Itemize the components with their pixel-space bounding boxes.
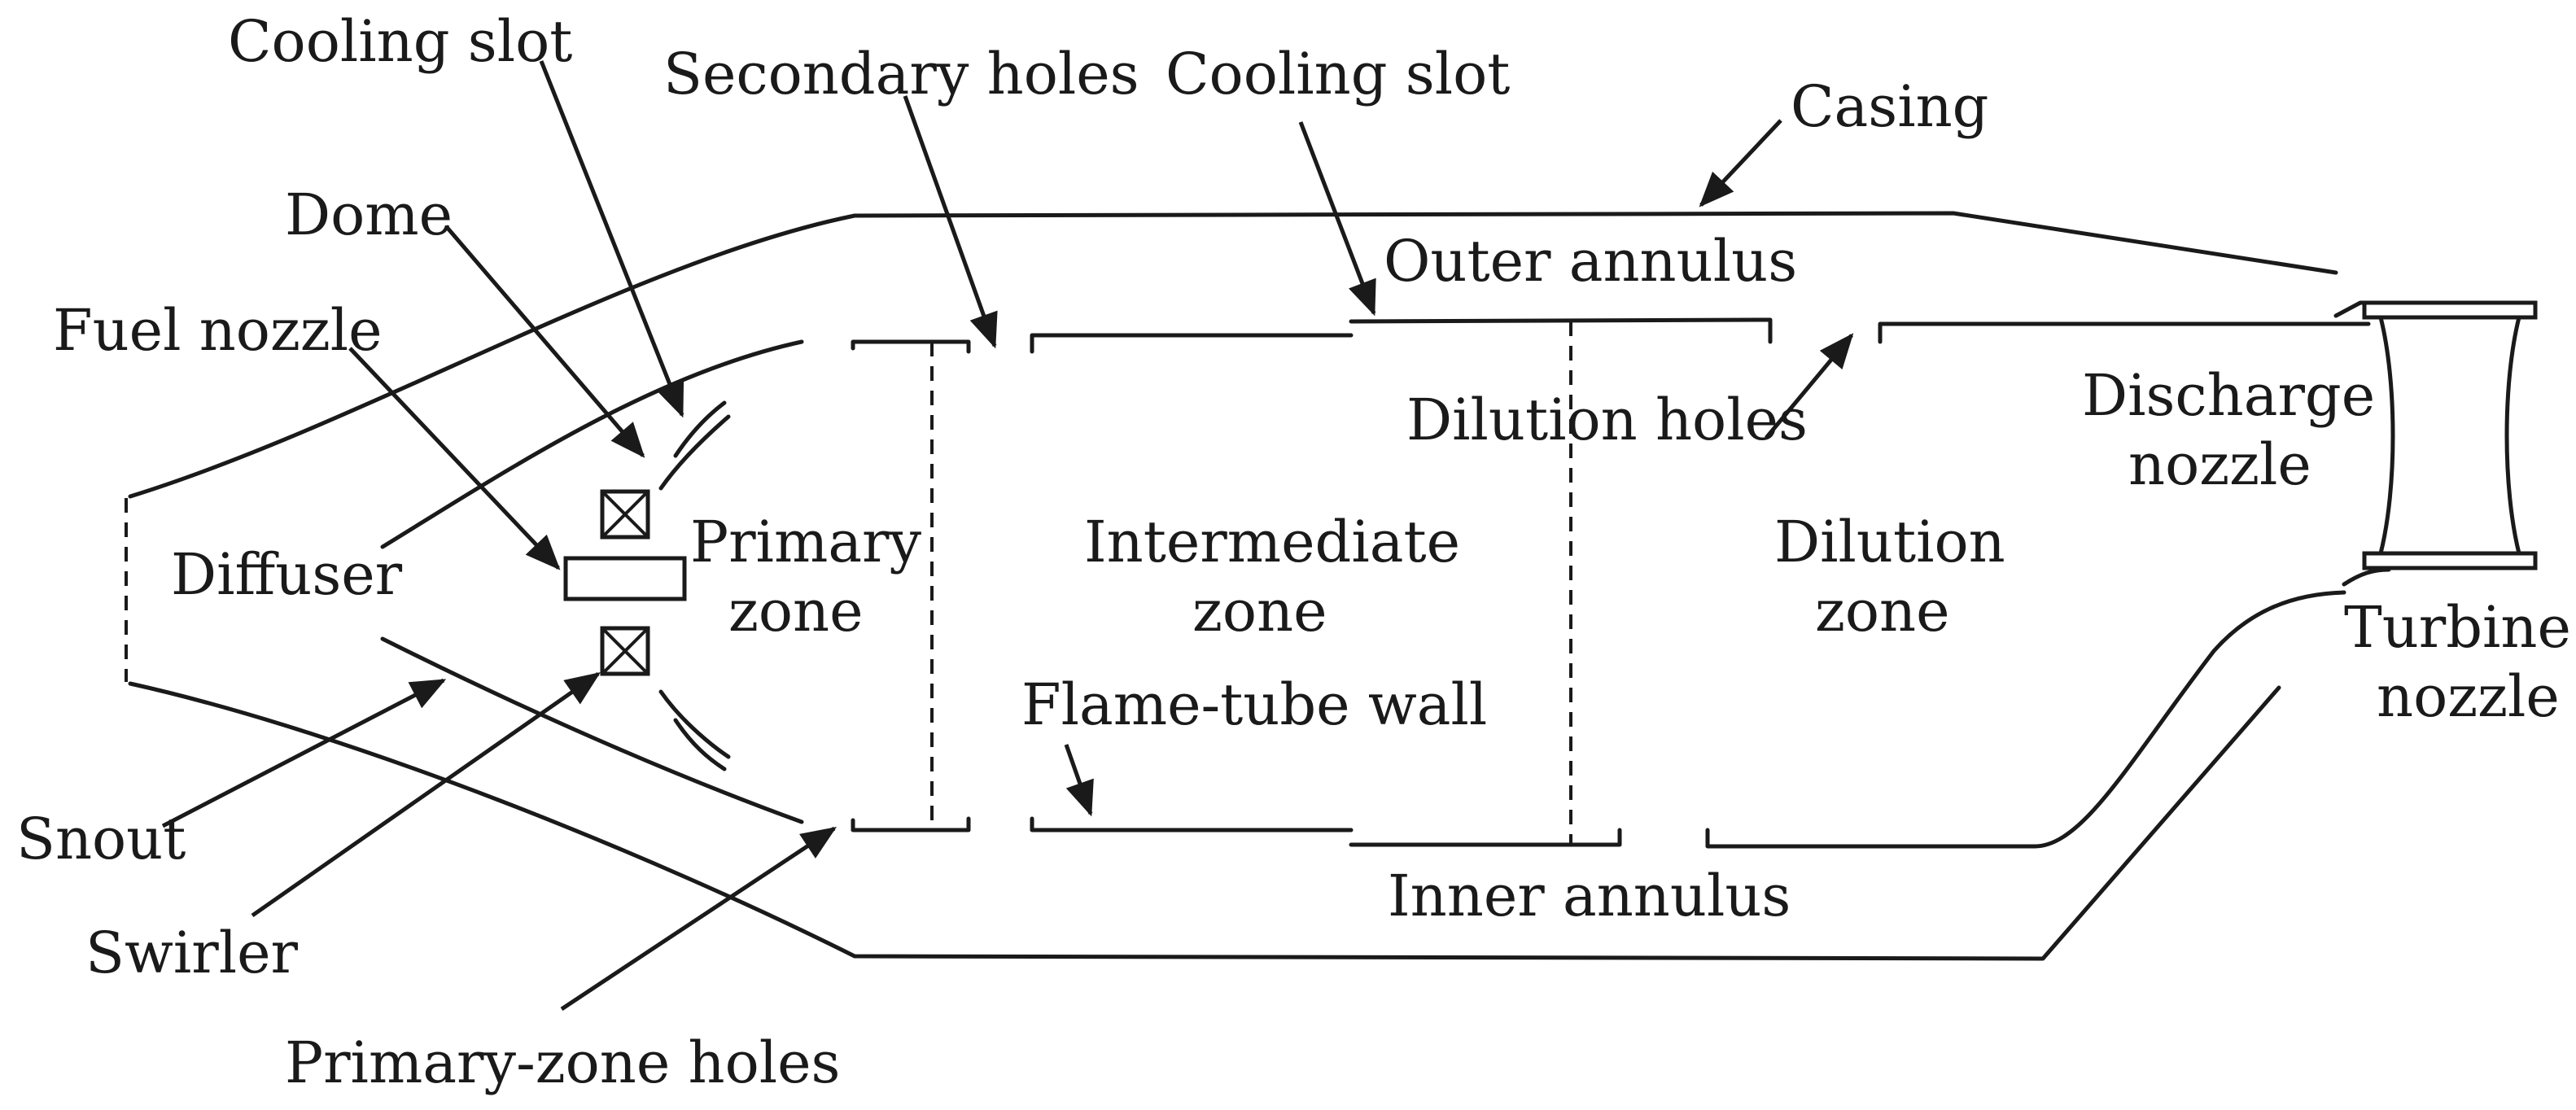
label-snout: Snout — [16, 806, 186, 872]
zone-boundaries — [930, 321, 1572, 845]
label-primary-zone-line1: Primary — [690, 509, 922, 575]
label-intermediate-zone-line2: zone — [1192, 578, 1327, 645]
label-turbine-nozzle-line1: Turbine — [2344, 594, 2571, 661]
label-turbine-nozzle-line2: nozzle — [2377, 663, 2560, 730]
label-dilution-zone-line1: Dilution — [1774, 509, 2005, 575]
label-dilution-holes: Dilution holes — [1406, 387, 1808, 453]
label-cooling-slot-right: Cooling slot — [1166, 41, 1510, 107]
label-discharge-nozzle-line2: nozzle — [2128, 431, 2311, 498]
snout-lines — [380, 339, 804, 824]
label-flame-tube-wall: Flame-tube wall — [1021, 671, 1487, 738]
label-casing: Casing — [1791, 73, 1989, 140]
dome — [658, 400, 731, 771]
label-fuel-nozzle: Fuel nozzle — [53, 297, 383, 364]
label-dome: Dome — [285, 181, 453, 248]
label-inner-annulus: Inner annulus — [1388, 863, 1791, 929]
label-dilution-zone-line2: zone — [1815, 578, 1950, 645]
label-discharge-nozzle-line1: Discharge — [2082, 362, 2375, 429]
label-primary-zone-line2: zone — [728, 578, 864, 645]
label-cooling-slot-left: Cooling slot — [228, 8, 572, 75]
label-intermediate-zone-line1: Intermediate — [1084, 509, 1460, 575]
leader-arrows — [161, 60, 1854, 1012]
label-diffuser: Diffuser — [171, 541, 403, 608]
label-primary-zone-holes: Primary-zone holes — [285, 1029, 840, 1096]
label-secondary-holes: Secondary holes — [663, 41, 1139, 107]
fuel-nozzle-assembly — [563, 489, 687, 676]
label-outer-annulus: Outer annulus — [1384, 228, 1797, 295]
label-swirler: Swirler — [85, 920, 299, 986]
flame-tube-upper — [851, 317, 2371, 354]
casing-outline — [125, 211, 2338, 961]
turbine-nozzle-flange — [2333, 300, 2538, 587]
flame-tube-lower — [851, 590, 2346, 849]
labels: Cooling slot Secondary holes Cooling slo… — [16, 8, 2571, 1096]
fuel-nozzle — [563, 556, 687, 601]
